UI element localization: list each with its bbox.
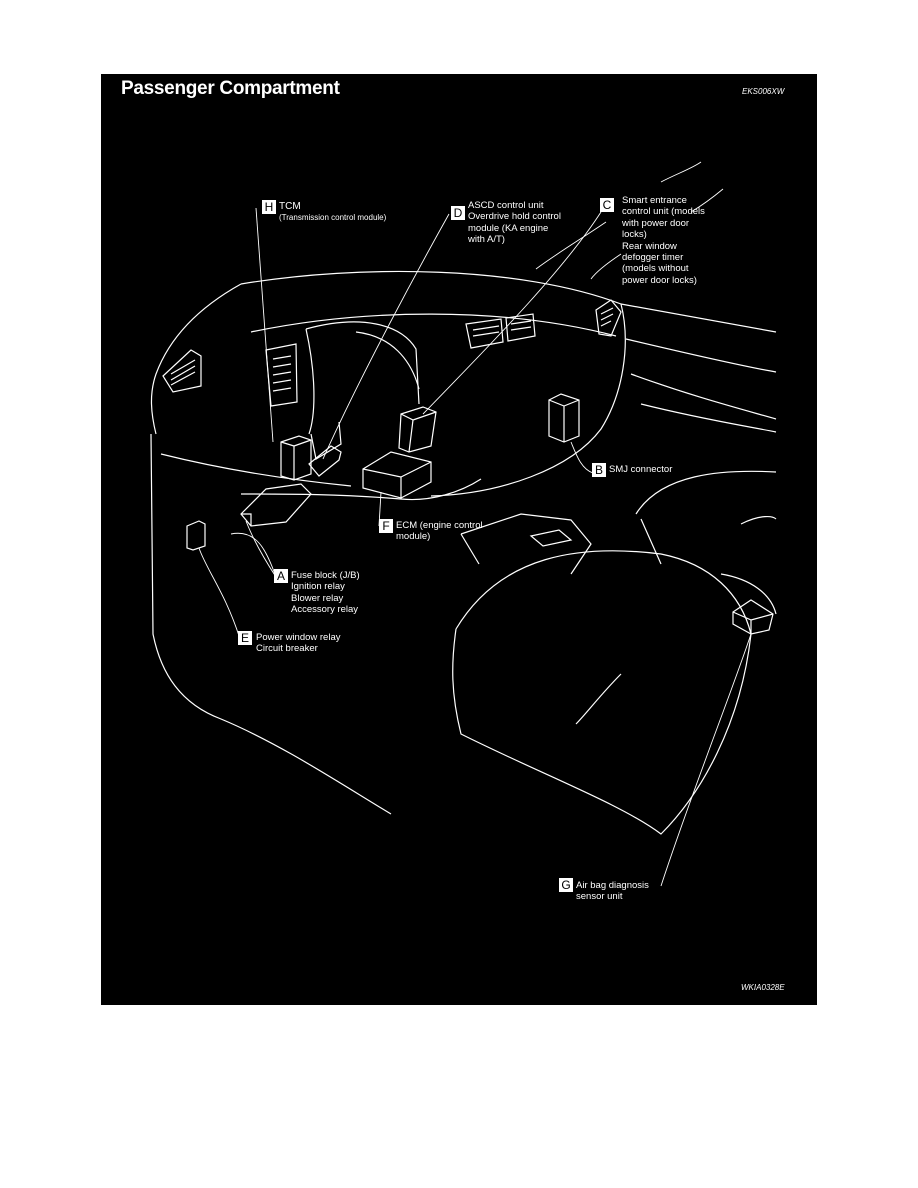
callout-f-line-1: ECM (engine control (396, 520, 483, 531)
right-vent (595, 299, 622, 337)
badge-f: F (379, 519, 393, 533)
dashboard-upper-edge (250, 313, 617, 337)
airbag-sensor-box (732, 599, 774, 635)
fuse-block-box (240, 483, 312, 527)
badge-b: B (592, 463, 606, 477)
callout-c-line-2: control unit (models (622, 206, 705, 218)
seat-right-back (635, 470, 777, 515)
seat-cushion (452, 550, 752, 835)
steering-column (310, 421, 342, 460)
gauge-cluster-hood (305, 321, 420, 435)
diagram-panel: Passenger Compartment EKS006XW WKIA0328E… (101, 74, 817, 1005)
leader-D (322, 213, 450, 460)
left-vent (162, 349, 202, 393)
callout-c-line-8: power door locks) (622, 274, 697, 286)
leader-H (255, 207, 274, 443)
leader-E (198, 547, 241, 640)
callout-g-line-2: sensor unit (576, 891, 623, 901)
callout-b-line-1: SMJ connector (609, 464, 673, 475)
seat-right-edge (640, 516, 777, 565)
power-window-relay-box (186, 520, 206, 551)
badge-h: H (262, 200, 276, 214)
callout-f-line-2: module) (396, 531, 431, 543)
leader-lines (198, 161, 752, 887)
tcm-box (280, 435, 312, 481)
badge-a: A (274, 569, 288, 583)
ecm-box (362, 451, 432, 499)
leader-C-3 (590, 253, 622, 280)
badge-g: G (559, 878, 573, 892)
callout-a-line-4: Accessory relay (291, 604, 359, 616)
callout-c-line-4: locks) (622, 229, 647, 241)
callout-c-line-5: Rear window (622, 240, 677, 252)
left-floor-edge (150, 433, 392, 815)
callout-d-line-3: module (KA engine (468, 222, 549, 234)
leader-A (245, 520, 277, 578)
gauge-cluster-inner (355, 331, 420, 390)
right-door-line-2 (630, 373, 777, 420)
badge-e: E (238, 631, 252, 645)
seat-cushion-seam (575, 673, 622, 725)
callout-a-line-2: Ignition relay (291, 581, 345, 593)
callout-a-line-3: Blower relay (291, 592, 344, 604)
console (460, 513, 592, 575)
badge-d: D (451, 206, 465, 220)
badge-c: C (600, 198, 614, 212)
compartment-illustration (150, 161, 777, 887)
callout-c-line-6: defogger timer (622, 252, 684, 264)
callout-d-line-2: Overdrive hold control (468, 211, 561, 223)
figure-code-bottom: WKIA0328E (741, 983, 785, 992)
seat-side (720, 573, 777, 615)
callout-d-line-1: ASCD control unit (468, 200, 544, 211)
callout-c-line-3: with power door (622, 217, 690, 229)
dashboard-left-curve (150, 283, 242, 435)
callout-e-line-2: Circuit breaker (256, 643, 318, 655)
callout-g-line-1: Air bag diagnosis (576, 880, 649, 891)
dashboard-right-edge (430, 303, 626, 497)
smj-box (548, 393, 580, 443)
callout-d-line-4: with A/T) (468, 234, 505, 246)
callout-e-line-1: Power window relay (256, 632, 341, 643)
leader-B (570, 441, 594, 474)
console-detail (529, 529, 573, 547)
figure-code-top: EKS006XW (742, 87, 785, 96)
callout-h-line-1: TCM (279, 201, 301, 212)
leader-C-top-1 (660, 161, 702, 183)
leader-A-2 (230, 532, 277, 578)
center-vents (465, 313, 536, 349)
right-door-line-1 (625, 338, 777, 373)
callout-c-line-1: Smart entrance (622, 195, 687, 206)
callout-h-line-2: (Transmission control module) (279, 213, 387, 223)
leader-C-top-2 (690, 188, 724, 213)
knee-panel (240, 478, 482, 501)
callout-c-line-7: (models without (622, 263, 689, 275)
callout-a-line-1: Fuse block (J/B) (291, 570, 360, 581)
leader-G (660, 633, 752, 887)
center-left-vent (265, 343, 298, 407)
right-door-line-3 (640, 403, 777, 433)
page-title: Passenger Compartment (121, 78, 340, 99)
leader-C-2 (535, 221, 607, 270)
dash-lower-edge (160, 453, 352, 487)
dashboard-top-outline (240, 270, 777, 333)
smart-entrance-box (398, 406, 437, 453)
